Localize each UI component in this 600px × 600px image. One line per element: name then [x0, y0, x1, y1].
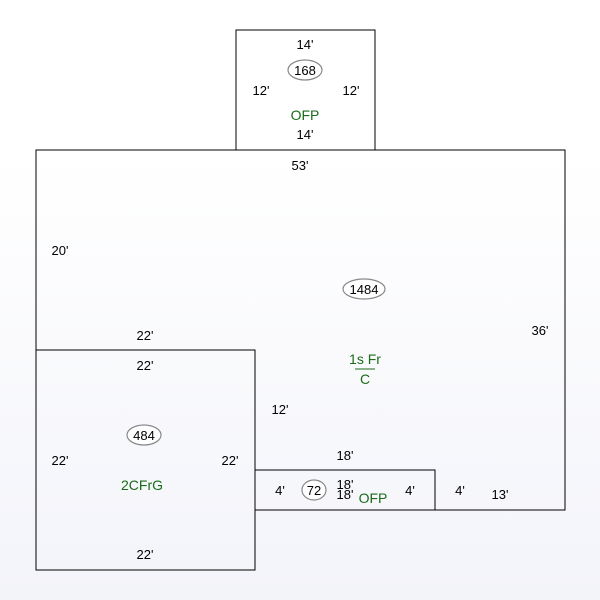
porch-bottom-dim-right: 4' — [405, 483, 415, 498]
main-living-area: 53' 20' 1484 36' 22' 1s Fr C 12' 4' 13' — [35, 149, 566, 511]
main-dim-top: 53' — [292, 158, 309, 173]
porch-top-dim-left: 12' — [253, 83, 270, 98]
porch-top-area-oval — [287, 59, 323, 81]
main-dim-inner-vertical: 12' — [272, 402, 289, 417]
porch-bottom: 18' 4' 72 18' 18' OFP 4' — [254, 448, 436, 511]
garage-dim-bottom: 22' — [137, 547, 154, 562]
porch-bottom-dim-bottom-upper: 18' — [337, 477, 354, 492]
garage: 22' 484 22' 22' 2CFrG 22' — [35, 349, 256, 571]
porch-top: 14' 168 12' 12' OFP 14' — [235, 29, 376, 151]
porch-bottom-dim-left: 4' — [275, 483, 285, 498]
porch-top-dim-right: 12' — [343, 83, 360, 98]
porch-bottom-label: OFP — [359, 490, 388, 506]
garage-dim-top: 22' — [137, 358, 154, 373]
main-outline — [35, 149, 566, 511]
garage-dim-left: 22' — [52, 453, 69, 468]
main-area: 1484 — [350, 282, 379, 297]
garage-area: 484 — [133, 428, 155, 443]
main-dim-step: 4' — [455, 483, 465, 498]
porch-top-dim-top: 14' — [297, 37, 314, 52]
main-area-oval — [342, 278, 386, 300]
porch-top-dim-bottom: 14' — [297, 127, 314, 142]
porch-top-label: OFP — [291, 107, 320, 123]
garage-label: 2CFrG — [121, 477, 163, 493]
garage-area-oval — [126, 424, 162, 446]
porch-top-area: 168 — [294, 63, 316, 78]
main-dim-bottom-right: 13' — [492, 487, 509, 502]
garage-outline — [35, 349, 256, 571]
porch-bottom-area: 72 — [307, 483, 321, 498]
garage-dim-right: 22' — [222, 453, 239, 468]
main-dim-right: 36' — [532, 323, 549, 338]
main-dim-inner-horizontal: 22' — [137, 328, 154, 343]
main-dim-left: 20' — [52, 243, 69, 258]
porch-bottom-dim-top: 18' — [337, 448, 354, 463]
porch-bottom-dim-bottom: 18' — [337, 487, 354, 502]
main-label-line1: 1s Fr — [349, 351, 381, 367]
porch-bottom-outline — [254, 469, 436, 511]
porch-bottom-area-oval — [301, 479, 327, 501]
main-label-line2: C — [360, 371, 370, 387]
